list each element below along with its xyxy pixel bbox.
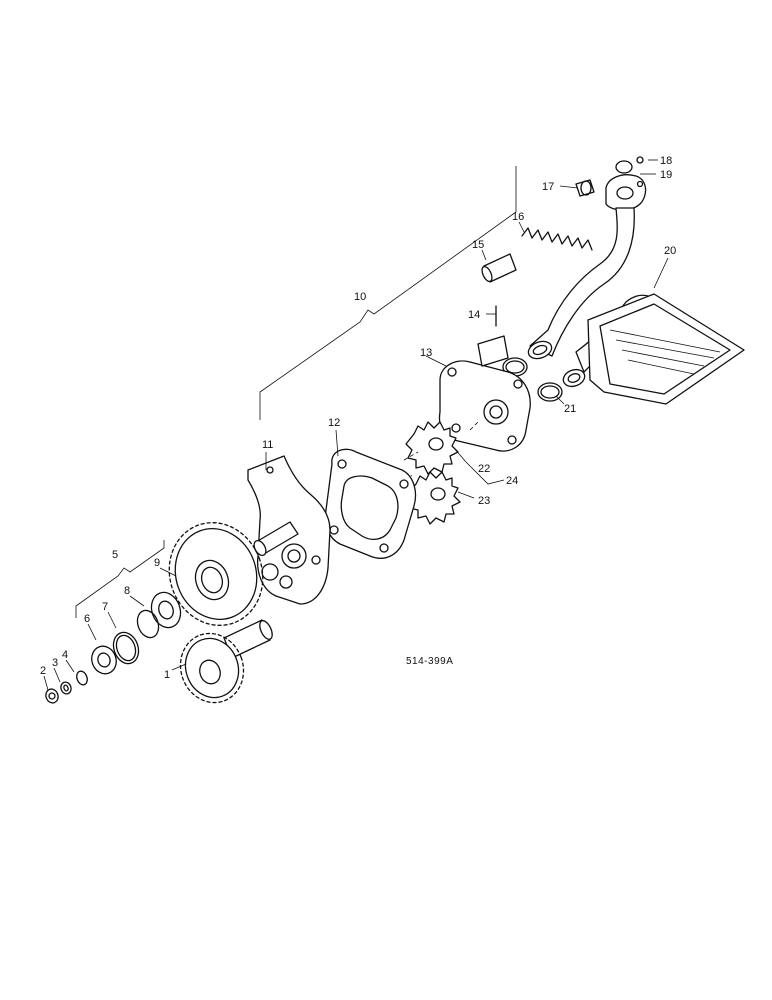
pump-housing: [247, 455, 331, 605]
bearings-and-rings: [45, 591, 182, 704]
callout-5: 5: [112, 549, 118, 561]
callout-16: 16: [512, 211, 524, 223]
relief-valve-parts: [481, 179, 595, 327]
callout-18: 18: [660, 155, 672, 167]
washer-and-oring: [615, 156, 644, 174]
callout-1: 1: [164, 669, 170, 681]
callout-3: 3: [52, 657, 58, 669]
callout-20: 20: [664, 245, 676, 257]
suction-tube-assembly: [502, 174, 745, 405]
callout-24: 24: [506, 475, 518, 487]
callout-7: 7: [102, 601, 108, 613]
pump-body: [324, 448, 417, 559]
pump-cover: [438, 335, 531, 452]
callout-9: 9: [154, 557, 160, 569]
callout-19: 19: [660, 169, 672, 181]
callout-11: 11: [262, 439, 273, 451]
drive-gear: [179, 619, 273, 704]
callout-22: 22: [478, 463, 490, 475]
pump-gears: [397, 419, 481, 525]
callout-13: 13: [420, 347, 432, 359]
callout-21: 21: [564, 403, 576, 415]
callout-6: 6: [84, 613, 90, 625]
callout-labels: 1 2 3 4 5 6 7 8 9 10 11 12 13 14 15 16 1…: [40, 155, 676, 681]
callout-4: 4: [62, 649, 68, 661]
callout-12: 12: [328, 417, 340, 429]
callout-2: 2: [40, 665, 46, 677]
callout-14: 14: [468, 309, 480, 321]
callout-17: 17: [542, 181, 554, 193]
idler-gear: [168, 522, 264, 626]
leader-lines: [43, 159, 669, 691]
callout-8: 8: [124, 585, 130, 597]
callout-15: 15: [472, 239, 484, 251]
callout-23: 23: [478, 495, 490, 507]
figure-code: 514-399A: [406, 656, 453, 667]
callout-10: 10: [354, 291, 366, 303]
